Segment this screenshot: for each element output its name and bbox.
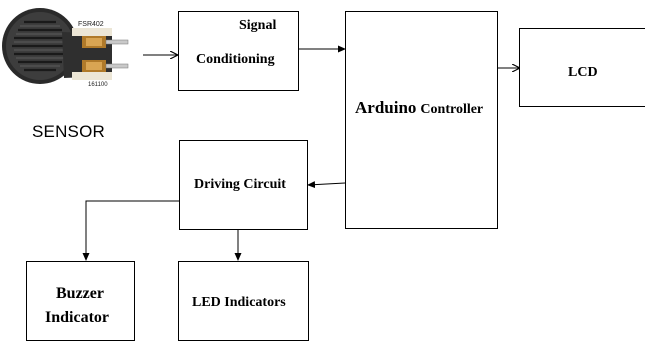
buzzer-indicator-block: Buzzer Indicator	[26, 261, 135, 341]
driving-circuit-block: Driving Circuit	[179, 140, 308, 230]
sensor-caption: SENSOR	[32, 122, 105, 141]
arrow-driving-to-buzzer	[82, 200, 179, 261]
lcd-block: LCD	[519, 28, 645, 107]
buzzer-label-line1: Buzzer	[56, 285, 104, 302]
arduino-label-bold: Arduino	[355, 98, 417, 117]
led-indicators-label: LED Indicators	[192, 295, 286, 310]
signal-conditioning-block: Signal Conditioning	[178, 11, 299, 91]
sensor-part-text: FSR402	[78, 21, 104, 28]
signal-conditioning-label-bottom: Conditioning	[196, 52, 275, 67]
arduino-label-rest: Controller	[420, 102, 484, 117]
sensor-pin-top	[105, 39, 129, 45]
sensor-part-text-2: 161100	[88, 82, 108, 88]
led-indicators-block: LED Indicators	[178, 261, 309, 341]
signal-conditioning-label-top: Signal	[239, 18, 277, 33]
buzzer-label-line2: Indicator	[45, 309, 109, 326]
arduino-controller-block: Arduino Controller	[345, 11, 498, 229]
sensor-pin-bottom	[105, 63, 129, 69]
driving-circuit-label: Driving Circuit	[194, 177, 286, 192]
arduino-controller-label: Arduino Controller	[355, 98, 483, 118]
arrow-arduino-to-driving	[307, 181, 346, 189]
lcd-label: LCD	[568, 65, 598, 80]
fsr-sensor-image: FSR402 161100	[2, 8, 129, 88]
